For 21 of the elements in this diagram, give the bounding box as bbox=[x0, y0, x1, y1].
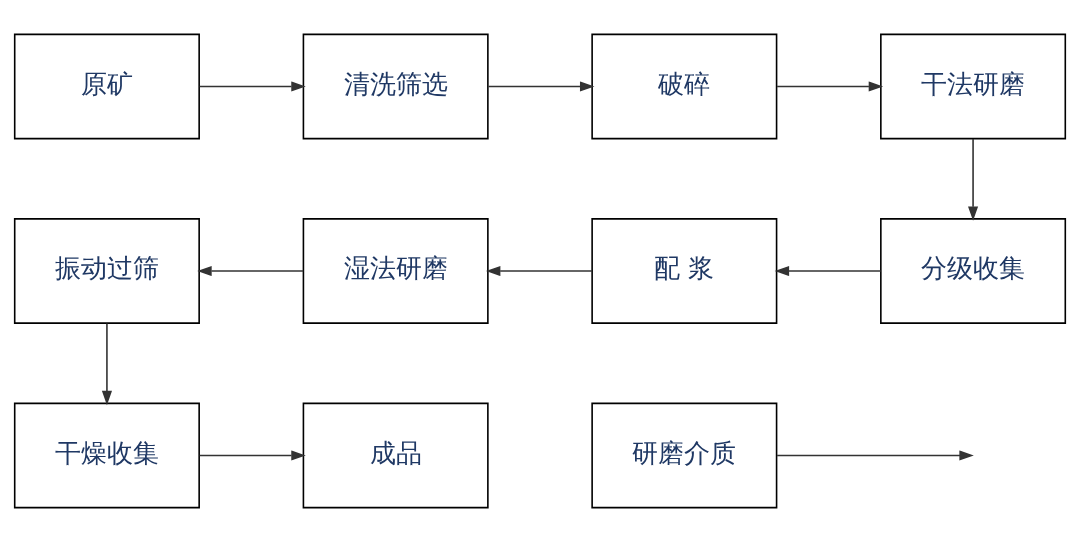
node-box: 干燥收集 bbox=[13, 402, 200, 509]
arrow bbox=[485, 265, 593, 277]
node-box: 配 浆 bbox=[591, 218, 778, 324]
arrow bbox=[487, 81, 595, 92]
node-box: 湿法研磨 bbox=[302, 218, 489, 324]
arrow bbox=[198, 81, 306, 92]
arrow bbox=[197, 265, 305, 277]
arrow bbox=[776, 450, 974, 461]
arrow bbox=[198, 450, 306, 461]
arrow bbox=[776, 81, 884, 92]
node-box: 清洗筛选 bbox=[302, 33, 489, 140]
node-box: 破碎 bbox=[591, 33, 778, 140]
arrow bbox=[101, 322, 112, 406]
node-box: 成品 bbox=[302, 402, 489, 509]
node-box: 研磨介质 bbox=[591, 402, 778, 509]
arrow bbox=[968, 138, 979, 221]
node-box: 振动过筛 bbox=[13, 218, 200, 324]
arrow bbox=[774, 265, 882, 277]
node-box: 原矿 bbox=[13, 33, 200, 140]
node-box: 干法研磨 bbox=[880, 33, 1067, 140]
node-box: 分级收集 bbox=[880, 218, 1067, 324]
